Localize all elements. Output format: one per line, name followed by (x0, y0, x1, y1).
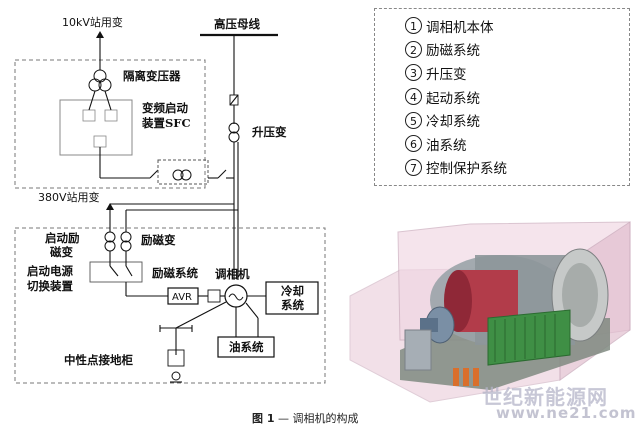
sine-wave-icon (228, 293, 244, 301)
figure-title: 调相机的构成 (292, 412, 359, 425)
condenser-3d-illustration (349, 221, 631, 403)
cooling-system-box (265, 281, 319, 315)
label-power-switch-2: 切换装置 (27, 279, 73, 293)
label-excitation-system: 励磁系统 (152, 266, 198, 280)
sfc-output-transformer-box (157, 159, 209, 185)
figure-caption: 图 1 — 调相机的构成 (252, 412, 359, 425)
condenser-symbol (224, 284, 248, 308)
power-switch-box (89, 261, 143, 283)
label-hv-bus: 高压母线 (214, 17, 260, 31)
arrow-up-380v (106, 203, 114, 210)
label-step-up-transformer: 升压变 (252, 125, 287, 139)
label-condenser: 调相机 (215, 267, 250, 281)
label-start-excitation-1: 启动励 (45, 231, 80, 245)
label-isolation-transformer: 隔离变压器 (123, 69, 181, 83)
start-excitation-transformer-symbol (104, 231, 116, 243)
isolation-transformer-symbol (93, 69, 107, 83)
label-excitation-transformer: 励磁变 (141, 233, 176, 247)
watermark-cn: 世纪新能源网 (482, 385, 608, 409)
sfc-box (59, 99, 133, 156)
label-oil-system: 油系统 (229, 340, 264, 354)
neutral-grounding-cabinet (167, 349, 185, 367)
step-up-transformer-symbol (228, 122, 240, 134)
label-380v-station: 380V站用变 (38, 190, 100, 204)
label-avr: AVR (172, 292, 192, 303)
label-10kv-station: 10kV站用变 (62, 15, 123, 29)
sfc-switch (149, 169, 159, 179)
label-sfc-1: 变频启动 (142, 101, 188, 115)
label-neutral-grounding: 中性点接地柜 (64, 353, 133, 367)
label-sfc-2: 装置SFC (141, 116, 191, 130)
label-start-excitation-2: 磁变 (50, 245, 73, 259)
oil-system-box (217, 336, 275, 358)
figure-number: 图 1 (252, 412, 275, 425)
excitation-transformer-symbol (120, 231, 132, 243)
arrow-up-10kv (96, 31, 104, 38)
label-power-switch-1: 启动电源 (27, 264, 73, 278)
sfc-start-enclosure (14, 59, 206, 189)
label-cooling-2: 系统 (281, 298, 304, 312)
label-cooling-1: 冷却 (281, 284, 304, 298)
watermark-url: www.ne21.com (496, 404, 637, 422)
excitation-enclosure (14, 227, 326, 384)
rectifier-box (207, 289, 221, 303)
